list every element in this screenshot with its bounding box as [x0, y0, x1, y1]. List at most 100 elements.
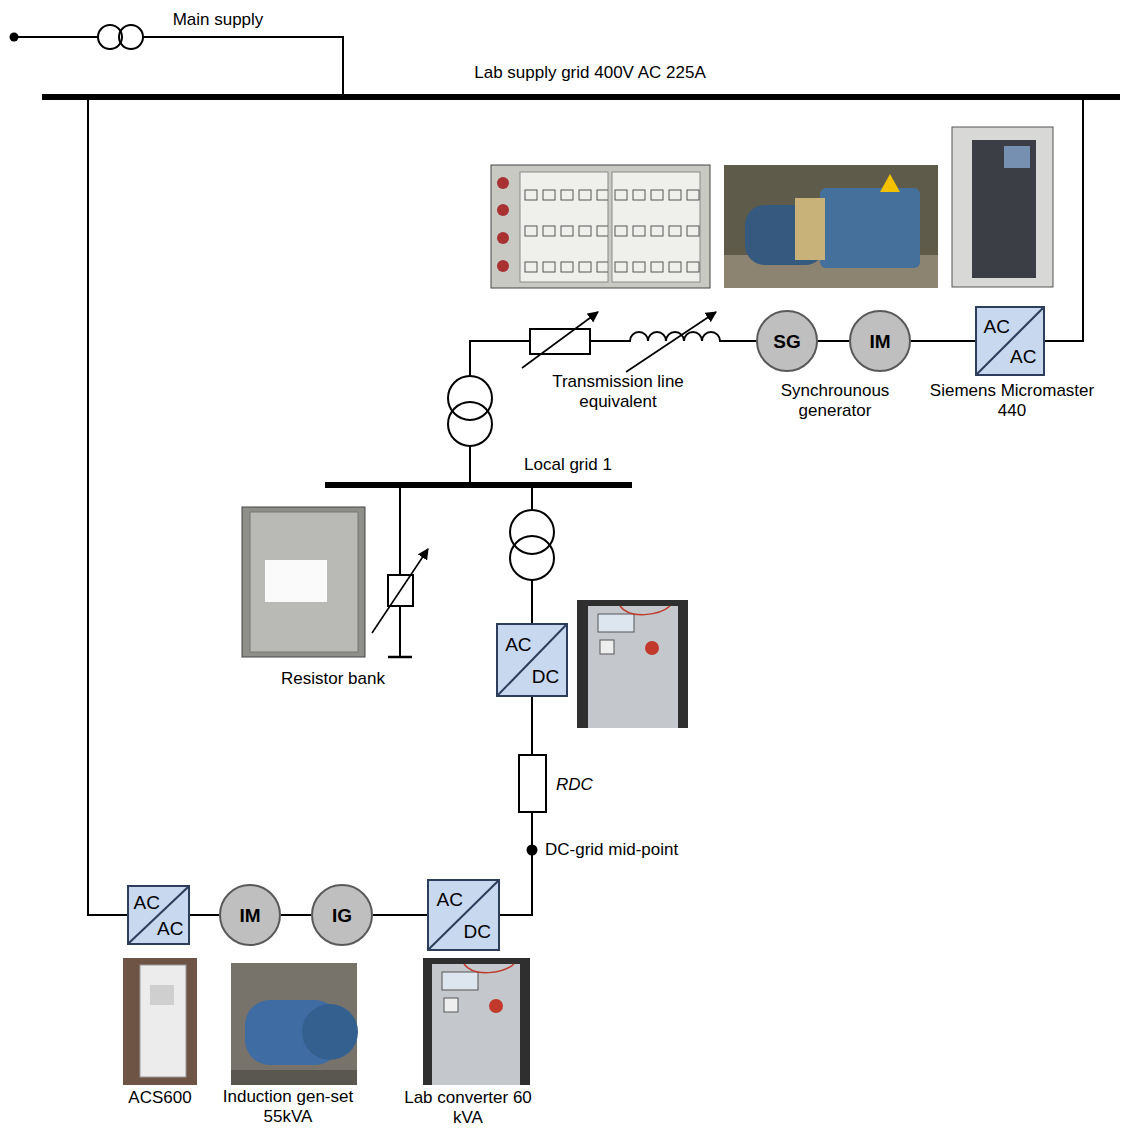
- photo-detail: [612, 172, 700, 282]
- photo-detail: [972, 140, 1036, 278]
- photo-detail: [442, 972, 478, 990]
- photo-detail: [250, 512, 358, 652]
- supply-wire: [342, 36, 344, 96]
- photo-detail: [497, 204, 509, 216]
- converter-diagonal: [498, 625, 566, 695]
- photo-detail: [820, 188, 920, 268]
- converter-port: DC: [532, 667, 559, 686]
- converter-port: DC: [464, 921, 491, 940]
- photo-frame: [491, 165, 710, 288]
- power-line: [818, 340, 849, 342]
- component-label: ACS600: [128, 1088, 191, 1108]
- synchronous-generator: SG: [756, 310, 818, 372]
- photo-frame: [724, 165, 938, 288]
- converter-port: AC: [505, 634, 531, 653]
- power-line: [373, 914, 427, 916]
- photo-detail: [231, 1070, 357, 1085]
- component-label: Siemens Micromaster 440: [922, 381, 1102, 422]
- photo-detail: [140, 965, 186, 1077]
- photo-frame: [952, 127, 1053, 287]
- transformer-symbol: [119, 25, 143, 49]
- converter-port: AC: [1010, 347, 1036, 366]
- power-line: [190, 914, 219, 916]
- transformer-symbol: [510, 510, 554, 554]
- converter-diagonal: [129, 887, 188, 943]
- resistor-wire: [399, 486, 401, 656]
- resistor-label: RDC: [556, 775, 593, 795]
- photo-detail: [520, 172, 608, 282]
- component-label: Transmission line equivalent: [533, 372, 703, 413]
- local-busbar: Local grid 1: [325, 482, 632, 488]
- converter-box: ACDC: [427, 879, 500, 951]
- converter-diagonal: [429, 881, 498, 949]
- photo-detail: [444, 998, 458, 1012]
- power-line: [470, 341, 756, 482]
- photo-detail: [265, 560, 327, 602]
- photo-frame: [231, 963, 357, 1085]
- drive-photo: [952, 127, 1053, 287]
- component-label: Lab converter 60 kVA: [403, 1088, 533, 1129]
- transformer-symbol: [510, 536, 554, 580]
- photo-detail: [598, 614, 634, 632]
- photo-detail: [612, 172, 700, 282]
- photo-detail: [497, 232, 509, 244]
- machine-label: IG: [332, 906, 352, 925]
- generator-photo: [724, 165, 938, 288]
- photo-detail: [520, 172, 608, 282]
- photo-detail: [645, 641, 659, 655]
- converter-box: ACDC: [496, 623, 568, 697]
- resistor-symbol: [530, 329, 590, 354]
- power-line: [88, 100, 127, 915]
- converter-photo: [577, 600, 688, 728]
- panel-photo: [491, 165, 710, 288]
- wire-mask: [631, 336, 719, 346]
- variable-arrow: [522, 312, 598, 368]
- photo-detail: [432, 964, 520, 1085]
- supply-label: Main supply: [173, 10, 264, 30]
- converter-port: AC: [984, 316, 1010, 335]
- converter-box: ACAC: [975, 306, 1045, 376]
- power-line: [1045, 100, 1083, 341]
- motor-photo: [231, 963, 358, 1085]
- photo-frame: [423, 958, 530, 1085]
- busbar-label: Local grid 1: [524, 455, 612, 475]
- converter-photo: [423, 958, 530, 1085]
- variable-arrow: [626, 312, 716, 372]
- photo-detail: [489, 999, 503, 1013]
- converter-port: AC: [133, 893, 159, 912]
- photo-frame: [242, 507, 365, 657]
- photo-detail: [880, 174, 900, 192]
- induction-motor: IM: [219, 884, 281, 946]
- photo-frame: [123, 958, 197, 1085]
- transformer-symbol: [448, 402, 492, 446]
- busbar-label: Lab supply grid 400V AC 225A: [474, 63, 706, 83]
- junction-dot: [527, 845, 538, 856]
- supply-wire: [14, 36, 98, 38]
- converter-diagonal: [977, 308, 1043, 374]
- node-label: DC-grid mid-point: [545, 840, 678, 860]
- resistor-symbol: [519, 755, 546, 812]
- resistor-bank-photo: [242, 507, 365, 657]
- photo-detail: [150, 985, 174, 1005]
- photo-detail: [600, 640, 614, 654]
- drive-photo: [123, 958, 197, 1085]
- photo-detail: [497, 177, 509, 189]
- photo-detail: [497, 260, 509, 272]
- power-line: [281, 914, 311, 916]
- ground-symbol: [388, 656, 412, 659]
- component-label: Resistor bank: [281, 669, 385, 689]
- variable-arrow: [372, 549, 428, 633]
- photo-detail: [302, 1004, 358, 1060]
- induction-generator: IG: [311, 884, 373, 946]
- photo-detail: [620, 606, 670, 615]
- photo-detail: [1004, 146, 1030, 168]
- photo-frame: [577, 600, 688, 728]
- transformer-symbol: [448, 402, 492, 446]
- converter-port: AC: [436, 890, 462, 909]
- induction-motor: IM: [849, 310, 911, 372]
- machine-label: SG: [773, 332, 800, 351]
- converter-box: ACAC: [127, 885, 190, 945]
- component-label: Induction gen-set 55kVA: [208, 1087, 368, 1128]
